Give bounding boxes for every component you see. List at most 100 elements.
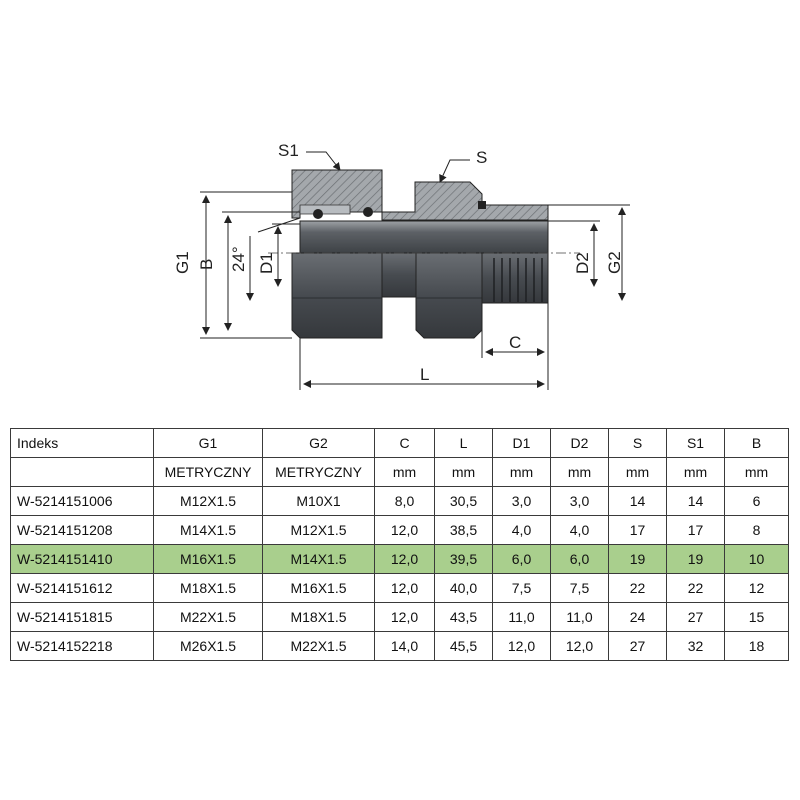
cell-c: mm [374, 457, 435, 487]
cell-b: mm [724, 457, 789, 487]
label-angle: 24° [229, 246, 248, 272]
cell-l: 45,5 [434, 631, 493, 661]
cell-g2: M14X1.5 [262, 544, 375, 574]
cell-c: C [374, 428, 435, 458]
cell-d1: 11,0 [492, 602, 551, 632]
label-s: S [476, 148, 487, 167]
cell-s: mm [608, 457, 667, 487]
cell-c: 12,0 [374, 602, 435, 632]
cell-d2: 3,0 [550, 486, 609, 516]
label-d2: D2 [573, 252, 592, 274]
o-ring-1 [313, 209, 323, 219]
technical-drawing: S1 S G1 B 24° D1 D2 G2 C L [173, 141, 630, 390]
cell-g1: G1 [153, 428, 263, 458]
cell-c: 8,0 [374, 486, 435, 516]
cell-indeks: W-5214151208 [10, 515, 154, 545]
cell-indeks: W-5214151612 [10, 573, 154, 603]
label-d1: D1 [257, 252, 276, 274]
cell-g1: METRYCZNY [153, 457, 263, 487]
cell-d2: 6,0 [550, 544, 609, 574]
label-l: L [420, 365, 429, 384]
cell-d1: 7,5 [492, 573, 551, 603]
cell-d1: 12,0 [492, 631, 551, 661]
cell-d2: D2 [550, 428, 609, 458]
cell-l: mm [434, 457, 493, 487]
cell-c: 12,0 [374, 544, 435, 574]
cell-s: 27 [608, 631, 667, 661]
cell-l: 39,5 [434, 544, 493, 574]
cell-d2: mm [550, 457, 609, 487]
cell-g1: M16X1.5 [153, 544, 263, 574]
cell-l: 43,5 [434, 602, 493, 632]
cell-s: 17 [608, 515, 667, 545]
cell-s: 19 [608, 544, 667, 574]
cell-b: 15 [724, 602, 789, 632]
cell-indeks: W-5214151006 [10, 486, 154, 516]
label-s1: S1 [278, 141, 299, 160]
cell-s1: 22 [666, 573, 725, 603]
cell-b: B [724, 428, 789, 458]
cell-g2: G2 [262, 428, 375, 458]
cell-d1: 3,0 [492, 486, 551, 516]
dimension-lines [200, 151, 630, 390]
cell-b: 18 [724, 631, 789, 661]
cell-s1: 17 [666, 515, 725, 545]
cell-g1: M12X1.5 [153, 486, 263, 516]
cell-indeks: W-5214151410 [10, 544, 154, 574]
cell-s1: 14 [666, 486, 725, 516]
cell-g2: M16X1.5 [262, 573, 375, 603]
cell-g2: METRYCZNY [262, 457, 375, 487]
cell-l: 40,0 [434, 573, 493, 603]
cell-d2: 7,5 [550, 573, 609, 603]
section-view [291, 169, 549, 254]
cell-d1: 6,0 [492, 544, 551, 574]
cell-d1: D1 [492, 428, 551, 458]
cell-s1: 32 [666, 631, 725, 661]
cell-d2: 12,0 [550, 631, 609, 661]
cell-s: 22 [608, 573, 667, 603]
cell-g2: M10X1 [262, 486, 375, 516]
cell-s1: 27 [666, 602, 725, 632]
cell-s: 14 [608, 486, 667, 516]
cell-d1: 4,0 [492, 515, 551, 545]
label-g1: G1 [173, 251, 192, 274]
cell-l: 38,5 [434, 515, 493, 545]
cell-g1: M26X1.5 [153, 631, 263, 661]
cell-s1: 19 [666, 544, 725, 574]
cell-indeks: W-5214151815 [10, 602, 154, 632]
cell-b: 8 [724, 515, 789, 545]
cell-c: 14,0 [374, 631, 435, 661]
cell-s: S [608, 428, 667, 458]
cell-g2: M22X1.5 [262, 631, 375, 661]
cell-indeks: W-5214152218 [10, 631, 154, 661]
cell-s: 24 [608, 602, 667, 632]
cell-g1: M22X1.5 [153, 602, 263, 632]
cell-c: 12,0 [374, 515, 435, 545]
cell-b: 10 [724, 544, 789, 574]
outside-view [268, 252, 580, 339]
cell-l: L [434, 428, 493, 458]
cell-g1: M14X1.5 [153, 515, 263, 545]
cell-indeks: Indeks [10, 428, 154, 458]
cell-d2: 4,0 [550, 515, 609, 545]
o-ring-2 [363, 207, 373, 217]
cell-b: 12 [724, 573, 789, 603]
cell-d2: 11,0 [550, 602, 609, 632]
cell-s1: S1 [666, 428, 725, 458]
cell-l: 30,5 [434, 486, 493, 516]
cell-g2: M12X1.5 [262, 515, 375, 545]
label-g2: G2 [605, 251, 624, 274]
cell-d1: mm [492, 457, 551, 487]
cell-indeks [10, 457, 154, 487]
cell-c: 12,0 [374, 573, 435, 603]
cell-g2: M18X1.5 [262, 602, 375, 632]
